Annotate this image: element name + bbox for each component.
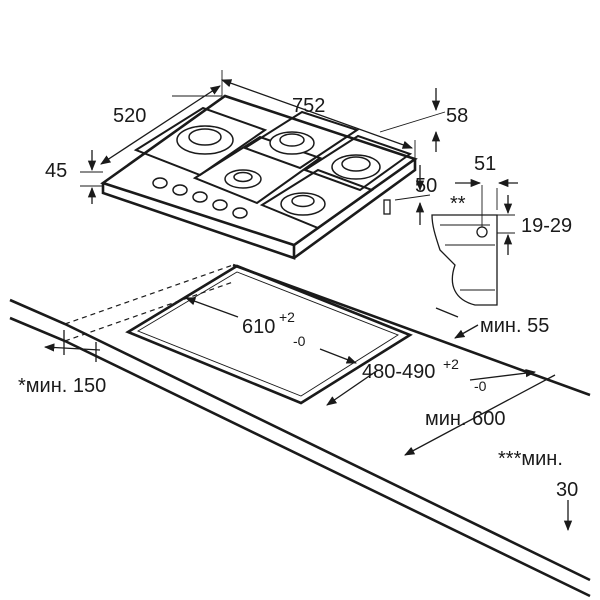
label-hob-width: 752 (292, 95, 325, 117)
label-hob-depth: 520 (113, 105, 146, 127)
hob-side-edge (293, 159, 417, 260)
knob-4 (212, 199, 228, 211)
hob (100, 94, 418, 260)
burner-medium-back (269, 131, 315, 155)
label-min-front: *мин. 150 (18, 375, 106, 397)
label-min-side: мин. 55 (480, 315, 549, 337)
label-side-offset: 50 (415, 175, 437, 197)
section-screw (476, 226, 488, 238)
label-min-edge-value: 30 (556, 479, 578, 501)
grate-front-left (192, 135, 323, 205)
label-cutout-depth-plus: +2 (443, 356, 459, 372)
worktop-section-detail (431, 178, 518, 306)
label-cutout-width-plus: +2 (279, 309, 295, 325)
label-cutout-width: 610 (242, 316, 275, 338)
worktop (9, 263, 591, 598)
cutout (125, 264, 537, 406)
hob-bracket-foot (383, 199, 391, 215)
burner-medium-front (280, 192, 326, 216)
cutout-width-arrow-left (185, 297, 239, 318)
cutout-outline (125, 264, 413, 405)
label-bracket-mark: ** (450, 193, 466, 215)
worktop-hidden-left-edge (64, 264, 234, 325)
cutout-depth-arrow-right (469, 369, 537, 381)
label-min-edge: ***мин. (498, 448, 563, 470)
min-side-leader (435, 307, 459, 318)
min-front-arrow (43, 343, 101, 352)
label-hob-height: 45 (45, 160, 67, 182)
section-profile (431, 214, 498, 306)
min-side-arrow (454, 324, 479, 339)
min-depth-arrow (404, 374, 556, 456)
knob-1 (152, 177, 168, 189)
label-rear-offset: 58 (446, 105, 468, 127)
dim-752-arrow (221, 79, 413, 149)
dim-50-ext (394, 194, 431, 201)
knob-3 (192, 191, 208, 203)
label-min-worktop-depth: мин. 600 (425, 408, 505, 430)
cutout-inner-edge (136, 271, 399, 397)
label-worktop-thickness: 19-29 (521, 215, 572, 237)
burner-wok-right (331, 154, 381, 180)
label-cutout-depth: 480-490 (362, 361, 435, 383)
knob-5 (232, 207, 248, 219)
knob-2 (172, 184, 188, 196)
burner-small-front (224, 169, 262, 189)
worktop-hidden-left-edge-lower (64, 281, 234, 342)
cutout-depth-arrow (326, 369, 379, 406)
dim-58-ext (379, 111, 446, 133)
label-cutout-width-minus: -0 (293, 333, 306, 349)
grate-front-right (259, 168, 375, 230)
burner-large-left (176, 125, 234, 155)
dim-520-arrow (100, 85, 221, 165)
control-knobs (152, 177, 248, 219)
hob-front-edge (101, 183, 296, 260)
label-cutout-depth-minus: -0 (474, 378, 487, 394)
cutout-width-arrow-right (319, 348, 357, 364)
label-bracket-width: 51 (474, 153, 496, 175)
